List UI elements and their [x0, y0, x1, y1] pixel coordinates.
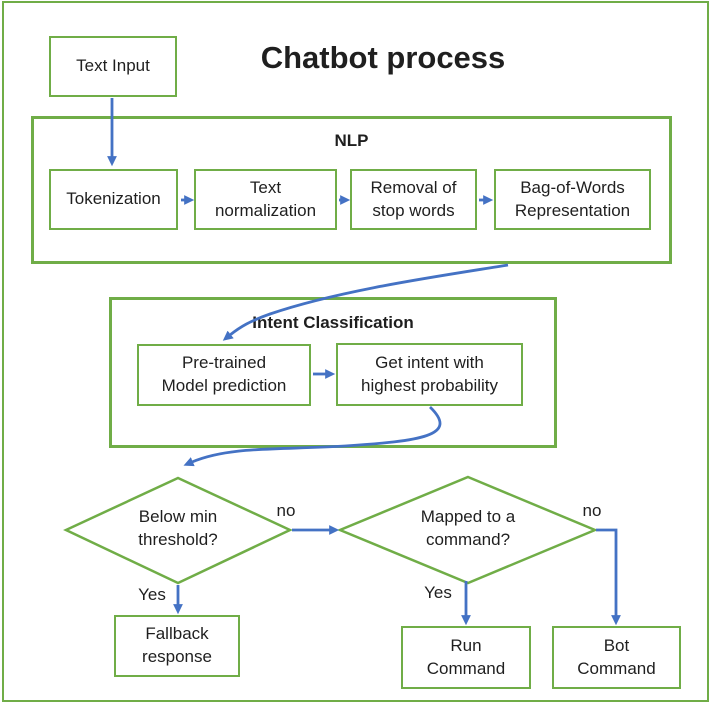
edge-label-no-1: no: [276, 501, 296, 520]
edge-label-yes-1: Yes: [138, 585, 166, 604]
node-get-intent: Get intent with highest probability: [336, 343, 523, 406]
node-text-input: Text Input: [49, 36, 177, 97]
nlp-group-box: NLP: [31, 116, 672, 264]
decision-below-min-threshold-label: Below min threshold?: [138, 507, 218, 549]
edge-label-yes-2: Yes: [424, 583, 452, 602]
node-run-command: Run Command: [401, 626, 531, 689]
node-pretrained-model: Pre-trained Model prediction: [137, 344, 311, 406]
node-bot-command: Bot Command: [552, 626, 681, 689]
page-title: Chatbot process: [260, 40, 506, 75]
node-stop-words-removal: Removal of stop words: [350, 169, 477, 230]
node-bag-of-words: Bag-of-Words Representation: [494, 169, 651, 230]
edge-label-no-2: no: [582, 501, 602, 520]
nlp-group-label: NLP: [334, 131, 369, 150]
decision-mapped-to-command-label: Mapped to a command?: [420, 507, 516, 549]
node-tokenization: Tokenization: [49, 169, 178, 230]
intent-classification-group-label: Intent Classification: [252, 313, 414, 332]
outer-border-frame: [2, 1, 709, 702]
node-text-normalization: Text normalization: [194, 169, 337, 230]
node-fallback-response: Fallback response: [114, 615, 240, 677]
